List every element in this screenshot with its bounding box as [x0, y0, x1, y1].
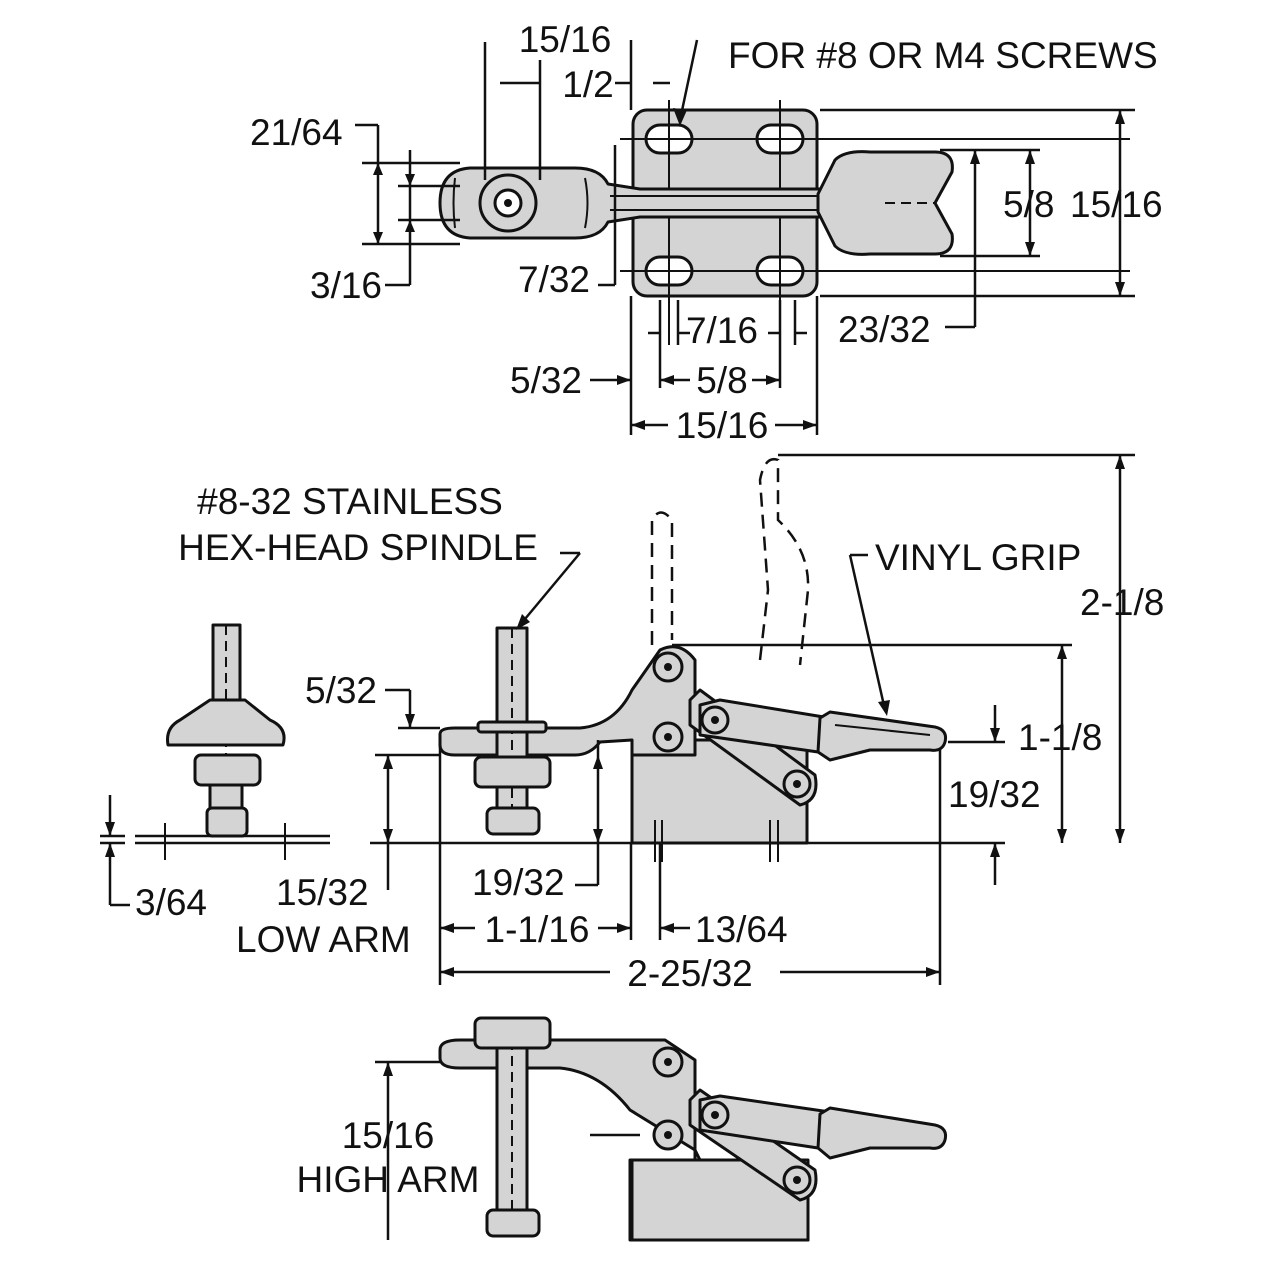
label-15-16-side: 15/16: [1070, 184, 1163, 225]
label-screws: FOR #8 OR M4 SCREWS: [728, 35, 1158, 76]
label-13-64: 13/64: [695, 909, 788, 950]
clamp-arm-side: [438, 645, 697, 757]
label-15-16-high: 15/16: [342, 1115, 435, 1156]
label-vinyl-grip: VINYL GRIP: [875, 537, 1081, 578]
label-1-1-8: 1-1/8: [1018, 717, 1102, 758]
label-half: 1/2: [562, 64, 613, 105]
label-21-64: 21/64: [250, 112, 343, 153]
label-spindle-line2: HEX-HEAD SPINDLE: [178, 527, 538, 568]
end-view-arm: [166, 698, 286, 747]
side-view-low-arm: [100, 453, 1135, 985]
side-view-high-arm: [375, 1016, 947, 1242]
label-3-64: 3/64: [135, 882, 207, 923]
spindle-washer: [476, 720, 548, 734]
label-5-8-bottom: 5/8: [696, 360, 747, 401]
label-2-25-32: 2-25/32: [627, 953, 753, 994]
label-top-cut: 15/16: [519, 19, 612, 60]
label-19-32-right: 19/32: [948, 774, 1041, 815]
label-2-1-8: 2-1/8: [1080, 582, 1164, 623]
label-5-8-side: 5/8: [1003, 184, 1054, 225]
label-23-32: 23/32: [838, 309, 931, 350]
vinyl-grip-side: [816, 710, 947, 762]
spindle-hex-head: [485, 806, 541, 836]
handle-ghost-open: [650, 511, 674, 645]
label-5-32-top: 5/32: [510, 360, 582, 401]
end-view-base: [205, 806, 249, 838]
label-15-16-bottom: 15/16: [676, 405, 769, 446]
label-5-32-side: 5/32: [305, 670, 377, 711]
high-spindle-nut: [473, 1016, 552, 1050]
label-high-arm: HIGH ARM: [297, 1159, 480, 1200]
handle-ghost-mid: [758, 457, 810, 666]
clamp-arm-top: [438, 166, 822, 240]
label-15-32: 15/32: [276, 872, 369, 913]
high-spindle-head: [485, 1208, 541, 1238]
label-7-32: 7/32: [518, 259, 590, 300]
top-view: [355, 39, 1135, 435]
dimension-labels: 15/16 FOR #8 OR M4 SCREWS 1/2 21/64 3/16…: [135, 19, 1164, 1200]
high-arm-grip: [816, 1106, 947, 1160]
label-7-16: 7/16: [686, 310, 758, 351]
label-1-1-16: 1-1/16: [485, 909, 590, 950]
label-spindle-line1: #8-32 STAINLESS: [197, 481, 503, 522]
label-3-16: 3/16: [310, 265, 382, 306]
end-view-collar: [193, 753, 262, 787]
label-low-arm: LOW ARM: [236, 919, 411, 960]
label-19-32-mid: 19/32: [472, 862, 565, 903]
spindle-nut-upper: [473, 755, 552, 789]
